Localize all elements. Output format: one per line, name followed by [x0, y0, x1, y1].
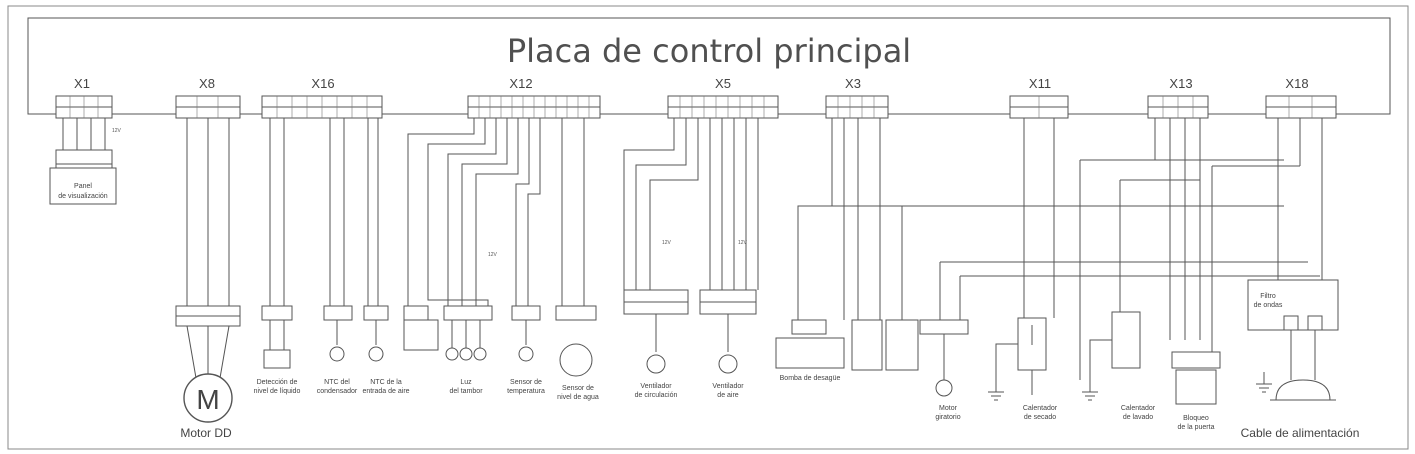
power-plug-symbol — [1275, 379, 1331, 401]
liquid-label-1: Detección de — [257, 379, 298, 386]
x16-wiring: Detección de nivel de líquido NTC del co… — [254, 118, 410, 395]
x5-12v-label-b: 12V — [738, 240, 748, 246]
air-fan-label-1: Ventilador — [712, 383, 744, 390]
water-label-1: Sensor de — [562, 385, 594, 392]
motor-rot-label-2: giratorio — [935, 414, 960, 421]
outer-frame — [7, 5, 1409, 450]
door-lock-body — [1175, 369, 1217, 405]
connector-x12: X12 — [509, 76, 532, 91]
valve-box-1 — [851, 319, 883, 371]
drain-pump-symbol — [775, 337, 845, 369]
connector-x13: X13 — [1169, 76, 1192, 91]
drum-light-lamp-3 — [473, 347, 487, 361]
drum-light-lamp-1 — [445, 347, 459, 361]
motor-rot-label-1: Motor — [939, 405, 958, 412]
heater-wash-label-1: Calentador — [1121, 405, 1156, 412]
circulation-fan-symbol — [646, 354, 666, 374]
rotary-motor-symbol — [935, 379, 953, 397]
x3-wiring: Bomba de desagüe Motor giratorio — [775, 118, 969, 421]
x12-module-box — [403, 319, 439, 351]
air-fan-symbol — [718, 354, 738, 374]
door-lock-connector — [1171, 351, 1221, 369]
connector-x1: X1 — [74, 76, 90, 91]
board-title: Placa de control principal — [507, 32, 911, 70]
temp-label-2: temperatura — [507, 388, 545, 395]
ntc-condenser-symbol — [329, 346, 345, 362]
display-panel-label-2: de visualización — [58, 193, 108, 200]
display-panel — [49, 167, 117, 205]
x18-wiring: Filtro de ondas Cable de alimentación — [1241, 118, 1360, 440]
valve-box-2 — [885, 319, 919, 371]
connector-x8: X8 — [199, 76, 215, 91]
x8-wiring: M Motor DD — [175, 118, 241, 440]
liquid-label-2: nivel de líquido — [254, 388, 301, 395]
x5-wiring: 12V 12V Ventilador de circulación Ventil… — [623, 118, 759, 399]
ntc-cond-label-1: NTC del — [324, 379, 350, 386]
drum-light-lamp-2 — [459, 347, 473, 361]
x13-wiring: Calentador de lavado Bloqueo de la puert… — [1082, 118, 1221, 431]
heater-wash-label-2: de lavado — [1123, 414, 1153, 421]
drum-light-label-1: Luz — [460, 379, 472, 386]
connector-labels: X1 X8 X16 X12 X5 X3 X11 X13 X18 — [74, 76, 1309, 91]
x1-wiring: 12V Panel de visualización — [49, 118, 122, 205]
x5-12v-label-a: 12V — [662, 240, 672, 246]
circ-fan-label-2: de circulación — [635, 392, 678, 399]
water-label-2: nivel de agua — [557, 394, 599, 401]
bus-lines — [798, 159, 1320, 380]
heater-dry-label-2: de secado — [1024, 414, 1056, 421]
pin-dividers — [69, 96, 1313, 118]
door-label-2: de la puerta — [1178, 424, 1215, 431]
filter-label-2: de ondas — [1254, 302, 1283, 309]
heater-dry-label-1: Calentador — [1023, 405, 1058, 412]
wash-heater-symbol — [1111, 311, 1141, 369]
dd-motor-symbol-letter: M — [196, 384, 219, 415]
ntc-air-label-1: NTC de la — [370, 379, 402, 386]
ntc-cond-label-2: condensador — [317, 388, 358, 395]
water-level-sensor-symbol — [559, 343, 593, 377]
x1-12v-label: 12V — [112, 128, 122, 134]
connector-x18: X18 — [1285, 76, 1308, 91]
filter-label-1: Filtro — [1260, 293, 1276, 300]
temp-label-1: Sensor de — [510, 379, 542, 386]
ntc-air-symbol — [368, 346, 384, 362]
x12-12v-label: 12V — [488, 252, 498, 258]
connector-x3: X3 — [845, 76, 861, 91]
x12-wiring: 12V Luz del tambor Sensor de temperatura… — [403, 118, 599, 401]
x11-wiring: Calentador de secado — [988, 118, 1058, 421]
dd-motor-symbol — [183, 373, 233, 423]
temp-sensor-symbol — [518, 346, 534, 362]
connector-x16: X16 — [311, 76, 334, 91]
connector-x5: X5 — [715, 76, 731, 91]
liquid-level-sensor — [263, 349, 291, 369]
circ-fan-label-1: Ventilador — [640, 383, 672, 390]
door-label-1: Bloqueo — [1183, 415, 1209, 422]
display-panel-label-1: Panel — [74, 183, 92, 190]
power-cable-label: Cable de alimentación — [1241, 426, 1360, 440]
dd-motor-label: Motor DD — [180, 426, 232, 440]
connector-x11: X11 — [1029, 76, 1051, 91]
pump-label: Bomba de desagüe — [780, 375, 841, 382]
drum-light-label-2: del tambor — [449, 388, 483, 395]
air-fan-label-2: de aire — [717, 392, 739, 399]
ntc-air-label-2: entrada de aire — [362, 388, 409, 395]
